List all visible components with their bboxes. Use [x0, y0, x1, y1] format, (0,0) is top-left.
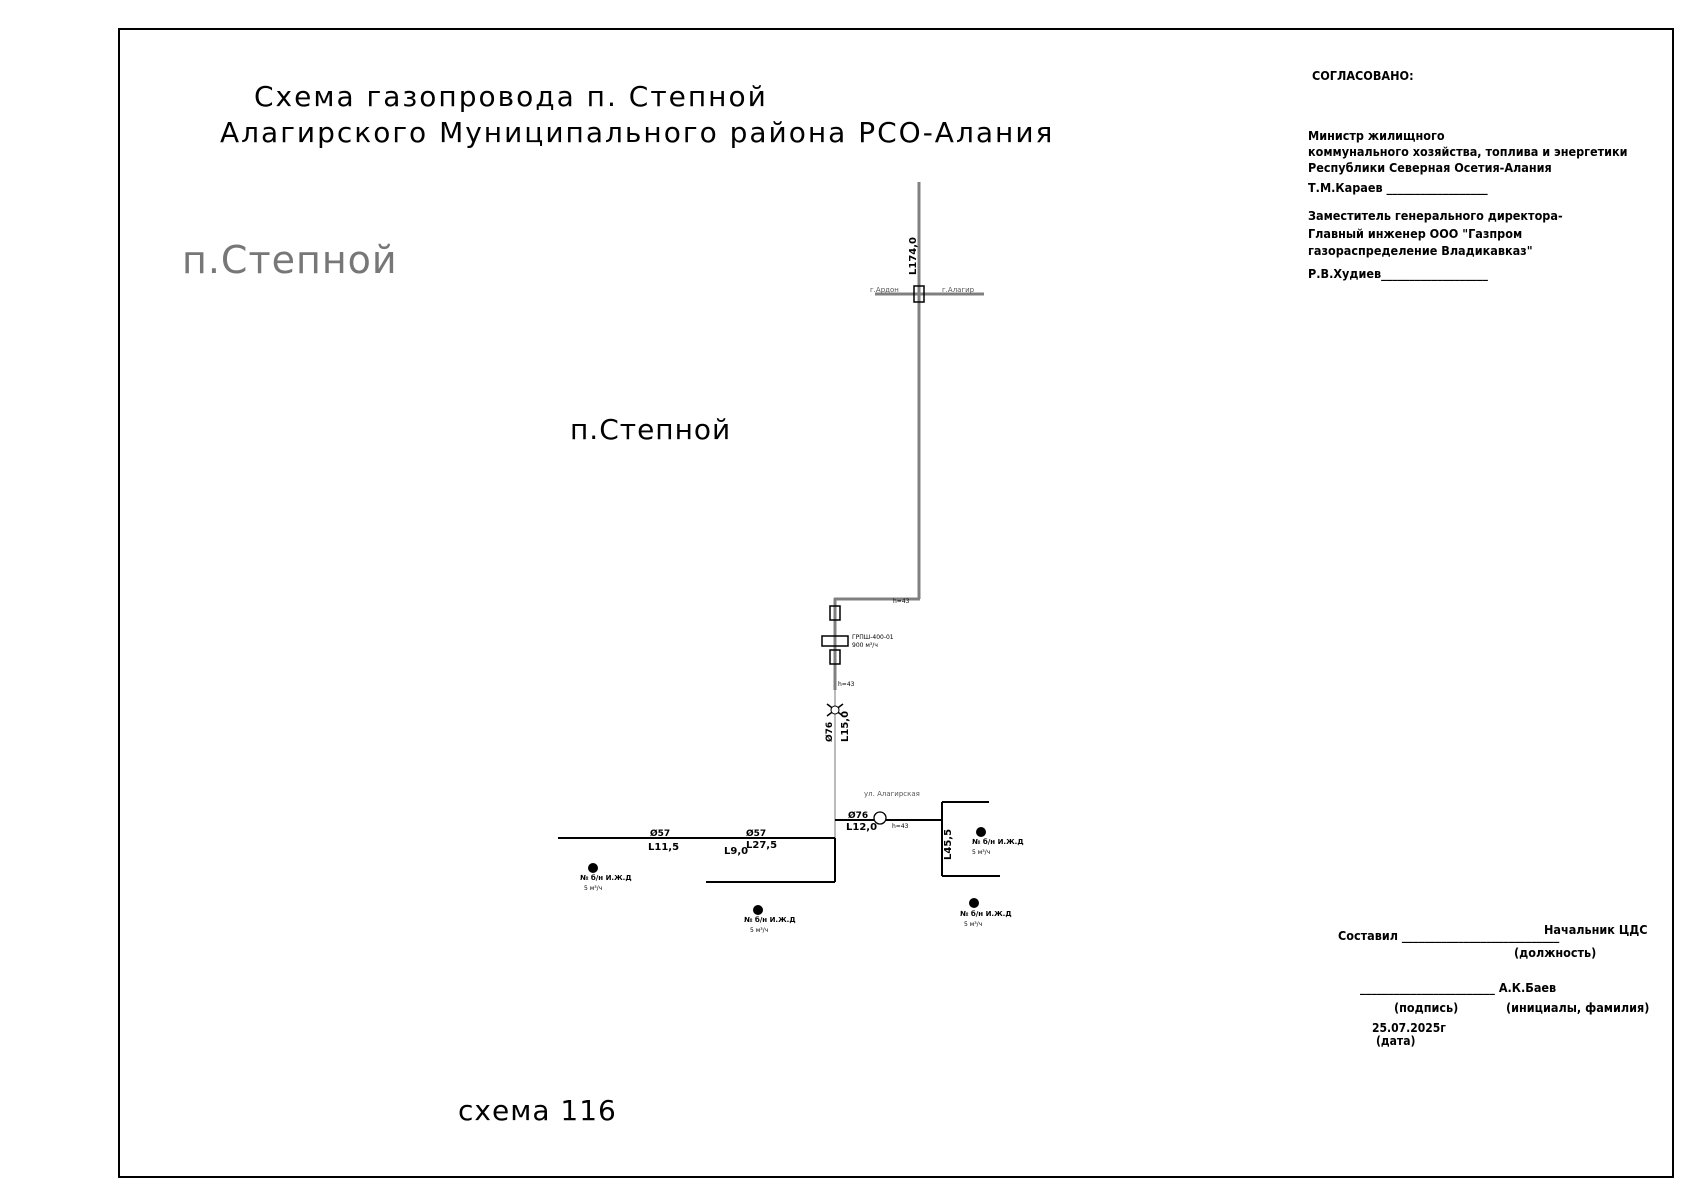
approval-block2-line2: Главный инженер ООО "Газпром	[1308, 226, 1523, 241]
consumer-1-marker	[588, 863, 598, 873]
approval-header: СОГЛАСОВАНО:	[1312, 68, 1414, 83]
pipe-left1-length: L11,5	[648, 842, 679, 853]
pipe-vert-right-length: L45,5	[943, 829, 954, 860]
drawing-frame	[118, 28, 1674, 1178]
road-label-left: г.Ардон	[870, 286, 899, 294]
pipe-left2-dia: Ø57	[746, 828, 766, 839]
regulator-flow: 900 м³/ч	[852, 642, 878, 649]
consumer-4-label: № б/н И.Ж.Д	[960, 910, 1012, 918]
valve-1	[829, 605, 841, 621]
crossing-marker	[913, 285, 925, 303]
street-label: ул. Алагирская	[864, 790, 920, 798]
consumer-1-label: № б/н И.Ж.Д	[580, 874, 632, 882]
pipe-right-dia: Ø76	[848, 810, 868, 821]
compiled-position: Начальник ЦДС	[1544, 922, 1648, 937]
road-label-right: г.Алагир	[942, 286, 975, 294]
consumer-4-marker	[969, 898, 979, 908]
tap-label-2: h=43	[838, 681, 855, 688]
valve-2	[829, 649, 841, 665]
approval-block1-line2: коммунального хозяйства, топлива и энерг…	[1308, 144, 1628, 159]
compiled-signature-line: ________________________ А.К.Баев	[1360, 980, 1557, 995]
regulator-box	[821, 635, 849, 647]
diagram-title-line1: Схема газопровода п. Степной	[254, 80, 768, 113]
consumer-1-flow: 5 м³/ч	[584, 885, 602, 892]
scheme-number: схема 116	[458, 1094, 617, 1127]
pipe-left3-length: L9,0	[724, 846, 748, 857]
insulating-joint-c	[830, 705, 840, 715]
regulator-spec: ГРПШ-400-01	[852, 634, 894, 641]
approval-block2-line3: газораспределение Владикавказ"	[1308, 243, 1533, 258]
consumer-3-marker	[976, 827, 986, 837]
consumer-2-flow: 5 м³/ч	[750, 927, 768, 934]
compiled-date: 25.07.2025г	[1372, 1021, 1446, 1035]
pipe-top-length: L174,0	[908, 237, 919, 275]
pipe-mid-dia: Ø76	[824, 722, 835, 742]
consumer-3-label: № б/н И.Ж.Д	[972, 838, 1024, 846]
pipe-mid-length: L15,0	[840, 711, 851, 742]
compiled-signature-caption: (подпись)	[1394, 1000, 1459, 1015]
pipe-left1-dia: Ø57	[650, 828, 670, 839]
consumer-3-flow: 5 м³/ч	[972, 849, 990, 856]
right-branch-joint	[873, 811, 887, 825]
compiled-name-caption: (инициалы, фамилия)	[1506, 1000, 1650, 1015]
approval-block1-line3: Республики Северная Осетия-Алания	[1308, 160, 1552, 175]
pipe-left2-length: L27,5	[746, 840, 777, 851]
pipe-right-length: L12,0	[846, 822, 877, 833]
tap-label: h=43	[893, 598, 910, 605]
compiled-label: Составил ____________________________	[1338, 928, 1560, 943]
approval-block1-sign: Т.М.Караев __________________	[1308, 180, 1488, 195]
compiled-date-caption: (дата)	[1376, 1034, 1416, 1048]
settlement-label-center: п.Степной	[570, 413, 732, 446]
approval-block1-line1: Министр жилищного	[1308, 128, 1445, 143]
consumer-2-label: № б/н И.Ж.Д	[744, 916, 796, 924]
consumer-2-marker	[753, 905, 763, 915]
compiled-position-caption: (должность)	[1514, 945, 1597, 960]
approval-block2-line1: Заместитель генерального директора-	[1308, 208, 1563, 223]
approval-block2-sign: Р.В.Худиев___________________	[1308, 266, 1488, 281]
diagram-title-line2: Алагирского Муниципального района РСО-Ал…	[220, 116, 1055, 149]
consumer-4-flow: 5 м³/ч	[964, 921, 982, 928]
settlement-label-large: п.Степной	[182, 238, 398, 282]
tap-label-3: h=43	[892, 823, 909, 830]
